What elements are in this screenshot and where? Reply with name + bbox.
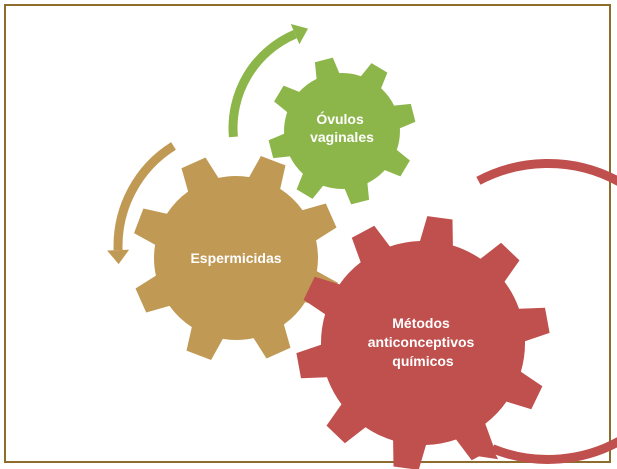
arrow-arc [113,142,176,251]
arrow-head [107,249,130,265]
gear-label-line: químicos [392,353,454,369]
gear-espermicidas: Espermicidas [134,156,338,360]
cycle-arrow-tan [107,142,176,265]
gear-label: Espermicidas [190,250,281,266]
gear-label-line: Óvulos [316,110,364,127]
gear-metodos-anticonceptivos-quimicos: Métodos anticonceptivos químicos [296,216,550,469]
gear-label: Óvulos vaginales [310,110,374,145]
gear-label: Métodos anticonceptivos químicos [368,315,478,369]
gear-ovulos-vaginales: Óvulos vaginales [268,57,416,205]
arrow-arc [476,158,617,464]
gear-label-line: vaginales [310,129,374,145]
gear-shape [268,57,416,205]
gear-label-line: Métodos [392,315,450,331]
gear-label-line: Espermicidas [190,250,281,266]
gear-label-line: anticonceptivos [368,334,475,350]
arrow-arc [228,29,297,138]
arrow-head [290,24,308,45]
gear-shape [134,156,338,360]
cycle-arrow-green [228,24,308,138]
gear-shape [296,216,550,469]
